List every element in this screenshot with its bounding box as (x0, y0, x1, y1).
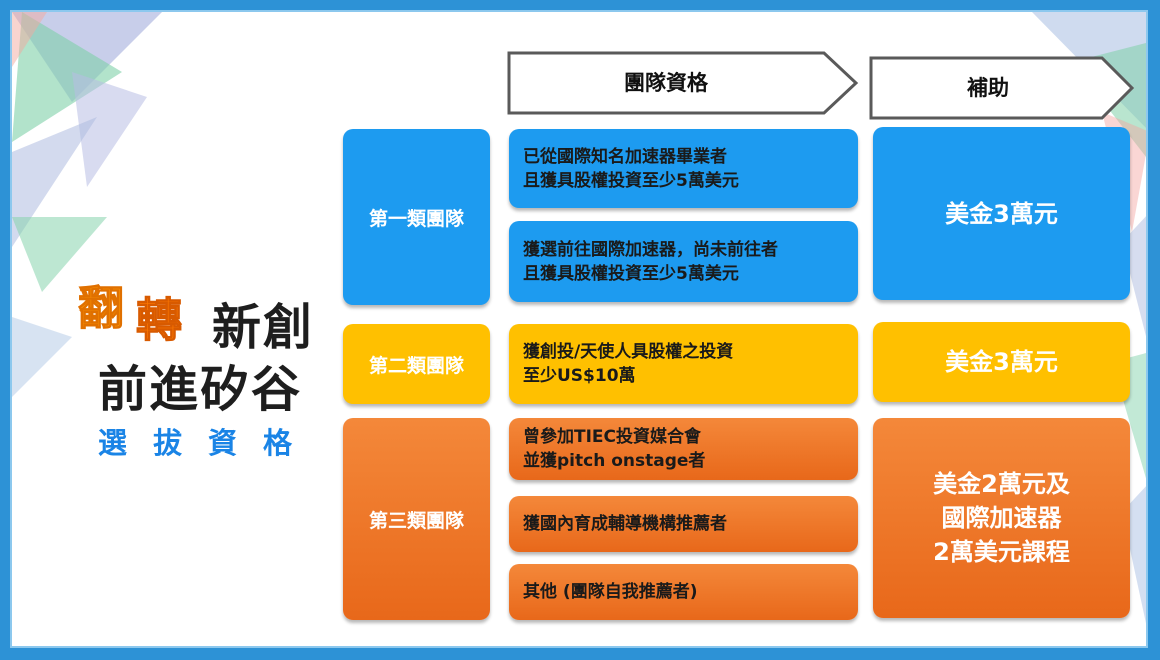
title-line3: 選拔資格 (98, 426, 319, 460)
category-2-qualification-1: 獲創投/天使人具股權之投資 至少US$10萬 (509, 324, 858, 404)
slide-frame: 翻 轉 新創 前進矽谷 選拔資格 團隊資格 補助 第一類團隊 已從國際知名加速器… (10, 10, 1148, 648)
category-3-qualification-1: 曾參加TIEC投資媒合會 並獲pitch onstage者 (509, 418, 858, 480)
category-3-subsidy: 美金2萬元及 國際加速器 2萬美元課程 (873, 418, 1130, 618)
category-1-qualification-1: 已從國際知名加速器畢業者 且獲具股權投資至少5萬美元 (509, 129, 858, 208)
title-line2: 前進矽谷 (98, 361, 303, 418)
header-qualification-label: 團隊資格 (624, 71, 708, 95)
title-char-turn: 轉 (136, 293, 183, 348)
header-subsidy-label: 補助 (967, 76, 1009, 100)
category-1-label: 第一類團隊 (343, 129, 490, 305)
category-3-qualification-3: 其他 (團隊自我推薦者) (509, 564, 858, 620)
category-3-qualification-2: 獲國內育成輔導機構推薦者 (509, 496, 858, 552)
header-subsidy: 補助 (868, 55, 1138, 121)
category-3-label: 第三類團隊 (343, 418, 490, 620)
title-line1-rest: 新創 (212, 299, 315, 356)
category-1-qualification-2: 獲選前往國際加速器，尚未前往者 且獲具股權投資至少5萬美元 (509, 221, 858, 302)
category-1-subsidy: 美金3萬元 (873, 127, 1130, 300)
header-qualification: 團隊資格 (506, 50, 862, 116)
category-2-label: 第二類團隊 (343, 324, 490, 404)
title-char-flip: 翻 (78, 281, 125, 336)
category-2-subsidy: 美金3萬元 (873, 322, 1130, 402)
